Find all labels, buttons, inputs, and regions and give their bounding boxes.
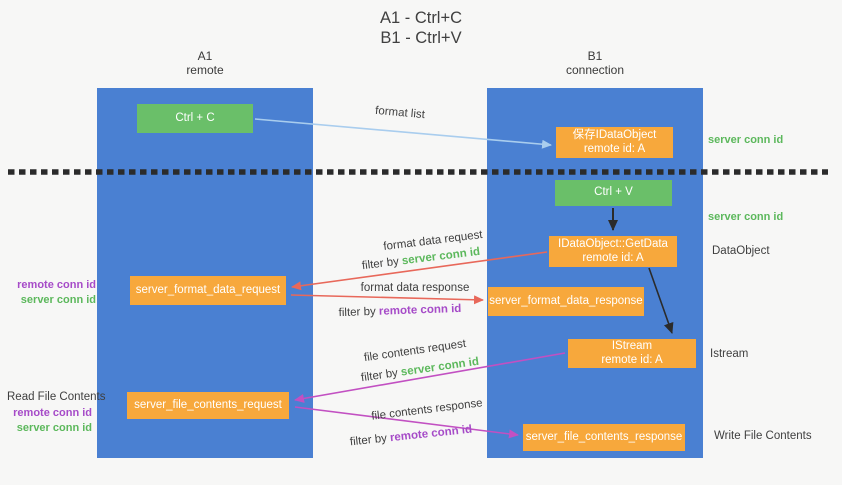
istream-line1: IStream <box>611 340 653 352</box>
format-response-filter-label: filter by remote conn id <box>338 303 461 319</box>
file-request-conn-ids: remote conn id server conn id <box>4 406 92 435</box>
remote-conn-id-file-label: remote conn id <box>13 407 92 419</box>
server-conn-id-file-label: server conn id <box>16 421 92 434</box>
server-file-contents-request-box: server_file_contents_request <box>127 392 289 419</box>
ctrl-v-label: Ctrl + V <box>594 186 633 199</box>
remote-conn-id-format-label: remote conn id <box>17 279 96 291</box>
lane-header-a1: A1 remote <box>97 49 313 77</box>
format-data-response-label: format data response <box>360 282 470 294</box>
format-request-conn-ids: remote conn id server conn id <box>4 278 96 307</box>
server-file-contents-request-label: server_file_contents_request <box>134 398 282 411</box>
ctrl-c-box: Ctrl + C <box>137 104 253 133</box>
title-line-1: A1 - Ctrl+C <box>379 9 463 27</box>
getdata-line1: IDataObject::GetData <box>558 238 668 250</box>
getdata-line2: remote id: A <box>582 251 644 264</box>
diagram-title: A1 - Ctrl+C B1 - Ctrl+V <box>0 8 842 48</box>
format-request-filter-label: filter by server conn id <box>361 246 480 272</box>
istream-side-label: Istream <box>710 348 749 360</box>
lane-b1-name: B1 <box>587 49 603 63</box>
server-format-data-request-box: server_format_data_request <box>130 276 286 305</box>
lane-header-b1: B1 connection <box>487 49 703 77</box>
remote-conn-id-text: remote conn id <box>389 423 473 445</box>
lane-b1-subtitle: connection <box>565 62 625 77</box>
format-data-response-arrow <box>290 294 484 305</box>
server-format-data-request-label: server_format_data_request <box>135 283 281 296</box>
lane-a1-subtitle: remote <box>186 62 224 77</box>
server-conn-id-format-label: server conn id <box>20 293 96 306</box>
save-dataobject-line1: 保存IDataObject <box>572 129 657 141</box>
save-dataobject-line2: remote id: A <box>583 142 646 155</box>
title-line-2: B1 - Ctrl+V <box>380 29 462 47</box>
ctrl-c-label: Ctrl + C <box>175 111 215 124</box>
filter-by-text: filter by <box>349 432 391 449</box>
server-file-contents-response-box: server_file_contents_response <box>523 424 685 451</box>
getdata-box: IDataObject::GetData remote id: A <box>549 236 677 267</box>
server-format-data-response-label: server_format_data_response <box>489 294 643 307</box>
server-format-data-response-box: server_format_data_response <box>488 287 644 316</box>
read-file-contents-label: Read File Contents <box>7 391 106 403</box>
istream-box: IStream remote id: A <box>568 339 696 368</box>
server-conn-id-paste-label: server conn id <box>708 211 784 223</box>
file-contents-response-label: file contents response <box>370 397 484 423</box>
filter-by-text: filter by <box>360 366 402 385</box>
write-file-contents-label: Write File Contents <box>714 430 812 442</box>
remote-conn-id-text: remote conn id <box>378 302 462 318</box>
istream-line2: remote id: A <box>601 353 663 366</box>
filter-by-text: filter by <box>361 255 403 273</box>
server-file-contents-response-label: server_file_contents_response <box>525 430 683 443</box>
save-dataobject-box: 保存IDataObject remote id: A <box>556 127 673 158</box>
format-list-label: format list <box>374 104 426 122</box>
ctrl-v-box: Ctrl + V <box>555 180 672 206</box>
server-conn-id-text: server conn id <box>400 355 480 379</box>
file-response-filter-label: filter by remote conn id <box>349 424 472 449</box>
server-conn-id-save-label: server conn id <box>708 134 784 146</box>
dataobject-label: DataObject <box>712 245 770 257</box>
filter-by-text: filter by <box>338 305 380 320</box>
lane-a1-name: A1 <box>197 49 213 63</box>
